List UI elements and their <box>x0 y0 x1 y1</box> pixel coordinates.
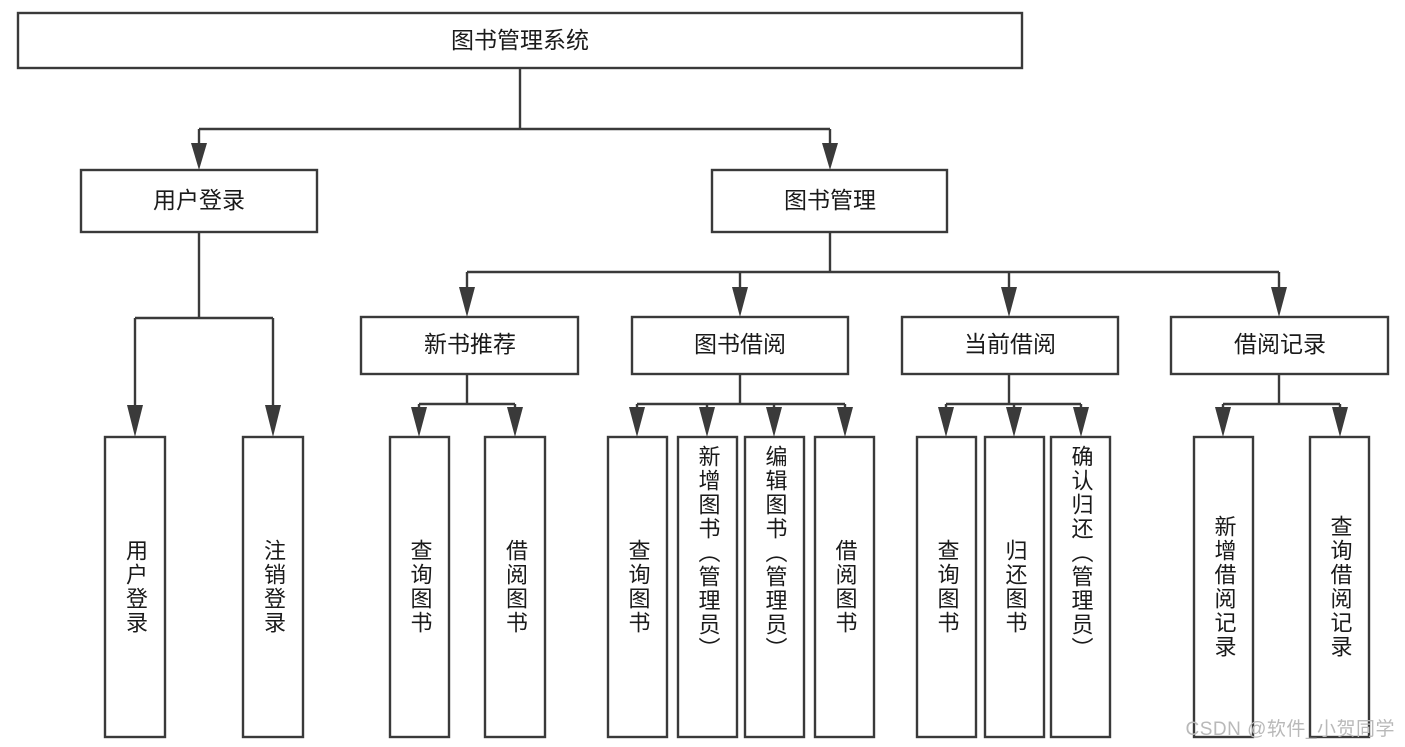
node-book-borrow-rect[interactable] <box>630 315 850 376</box>
leaf-boxes <box>103 435 1371 739</box>
node-book-borrow-label: 图书借阅 <box>694 331 786 357</box>
node-user-login-label: 用户登录 <box>153 187 245 213</box>
connectors-current-borrow-to-leaves <box>938 374 1089 437</box>
watermark-text: CSDN @软件_小贺同学 <box>1185 719 1395 740</box>
node-leaf-query-book-cur-rect[interactable] <box>915 435 978 739</box>
node-current-borrow-rect[interactable] <box>900 315 1120 376</box>
node-book-manage-rect[interactable] <box>710 168 949 234</box>
arrow-head-leaf-return-book <box>1006 407 1022 437</box>
node-book-manage[interactable]: 图书管理 <box>710 168 949 234</box>
connectors-user-login-to-leaves <box>127 232 281 437</box>
node-new-book-recommend-rect[interactable] <box>359 315 580 376</box>
node-leaf-user-login-rect[interactable] <box>103 435 167 739</box>
node-borrow-record-rect[interactable] <box>1169 315 1390 376</box>
connectors-book-borrow-to-leaves <box>629 374 853 437</box>
node-leaf-query-book-rec-rect[interactable] <box>388 435 451 739</box>
arrow-head-leaf-query-book-rec <box>411 407 427 437</box>
node-leaf-query-borrow-record-rect[interactable] <box>1308 435 1371 739</box>
arrow-head-leaf-confirm-return <box>1073 407 1089 437</box>
node-book-manage-label: 图书管理 <box>784 187 876 213</box>
node-borrow-record-label: 借阅记录 <box>1234 331 1326 357</box>
node-leaf-add-book-rect[interactable] <box>676 435 739 739</box>
arrow-head-leaf-query-borrow-record <box>1332 407 1348 437</box>
node-user-login[interactable]: 用户登录 <box>79 168 319 234</box>
connectors-new-book-recommend-to-leaves <box>411 374 523 437</box>
connectors-book-manage-to-level2 <box>459 232 1287 317</box>
node-leaf-add-borrow-record-rect[interactable] <box>1192 435 1255 739</box>
arrow-head-book-manage <box>822 143 838 170</box>
node-leaf-edit-book-rect[interactable] <box>743 435 806 739</box>
arrow-head-leaf-add-book <box>699 407 715 437</box>
node-user-login-rect[interactable] <box>79 168 319 234</box>
node-root-rect[interactable] <box>16 11 1024 70</box>
node-new-book-recommend-label: 新书推荐 <box>424 331 516 357</box>
arrow-head-leaf-add-borrow-record <box>1215 407 1231 437</box>
node-current-borrow[interactable]: 当前借阅 <box>900 315 1120 376</box>
arrow-head-leaf-query-book-borrow <box>629 407 645 437</box>
arrow-head-leaf-borrow-book-rec <box>507 407 523 437</box>
arrow-head-user-login <box>191 143 207 170</box>
node-current-borrow-label: 当前借阅 <box>964 331 1056 357</box>
connectors-borrow-record-to-leaves <box>1215 374 1348 437</box>
node-leaf-confirm-return-rect[interactable] <box>1049 435 1112 739</box>
arrow-head-leaf-user-login <box>127 405 143 437</box>
node-leaf-borrow-book-rec-rect[interactable] <box>483 435 547 739</box>
node-leaf-borrow-book-rect[interactable] <box>813 435 876 739</box>
node-leaf-query-book-borrow-rect[interactable] <box>606 435 669 739</box>
node-leaf-logout-login-rect[interactable] <box>241 435 305 739</box>
arrow-head-borrow-record <box>1271 287 1287 317</box>
arrow-head-current-borrow <box>1001 287 1017 317</box>
node-book-borrow[interactable]: 图书借阅 <box>630 315 850 376</box>
node-root-label: 图书管理系统 <box>451 27 589 53</box>
node-borrow-record[interactable]: 借阅记录 <box>1169 315 1390 376</box>
node-root[interactable]: 图书管理系统 <box>16 11 1024 70</box>
arrow-head-leaf-logout-login <box>265 405 281 437</box>
arrow-head-leaf-query-book-cur <box>938 407 954 437</box>
arrow-head-leaf-edit-book <box>766 407 782 437</box>
arrow-head-book-borrow <box>732 287 748 317</box>
node-leaf-return-book-rect[interactable] <box>983 435 1046 739</box>
arrow-head-new-book-recommend <box>459 287 475 317</box>
node-new-book-recommend[interactable]: 新书推荐 <box>359 315 580 376</box>
arrow-head-leaf-borrow-book <box>837 407 853 437</box>
connectors-root-to-level1 <box>191 68 838 170</box>
